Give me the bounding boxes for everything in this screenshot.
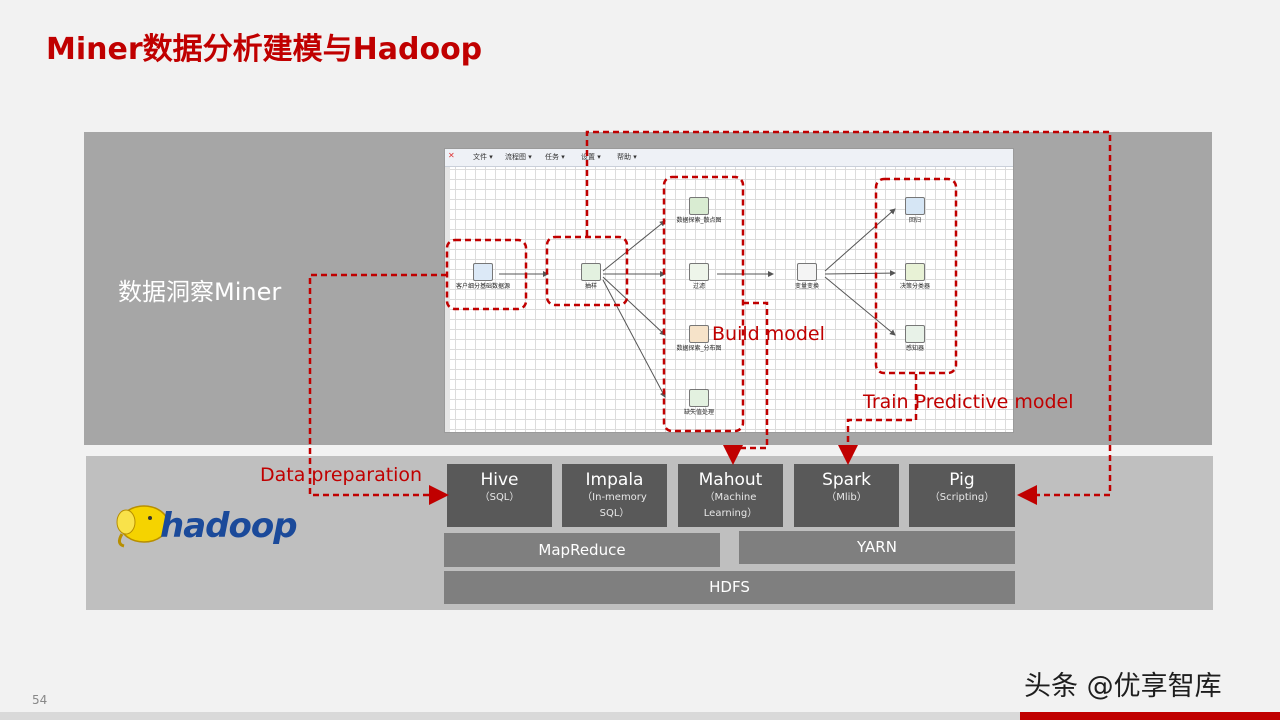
yarn-box: YARN <box>739 531 1015 564</box>
slide-title: Miner数据分析建模与Hadoop <box>46 32 483 67</box>
spark-title: Spark <box>822 470 871 490</box>
node-filter-icon <box>689 263 709 281</box>
node-tree-label: 决策分类器 <box>899 283 930 290</box>
watermark: 头条 @优享智库 <box>1024 671 1222 702</box>
impala-sub1: （In-memory <box>582 492 647 503</box>
hive-title: Hive <box>480 470 519 490</box>
dashed-box-explore <box>662 175 745 433</box>
node-tree-icon <box>905 263 925 281</box>
dashed-box-customer <box>445 238 528 311</box>
pig-title: Pig <box>949 470 975 490</box>
bottom-bar <box>0 712 1280 720</box>
arrow-to-hive <box>308 273 449 505</box>
node-regression-icon <box>905 197 925 215</box>
mahout-sub2: Learning） <box>703 508 758 519</box>
close-icon: ✕ <box>448 151 455 160</box>
hive-sub: （SQL） <box>479 492 520 503</box>
pig-sub: （Scripting） <box>929 492 995 503</box>
node-transform-icon <box>797 263 817 281</box>
node-neural-label: 感知器 <box>905 345 924 352</box>
node-neural-icon <box>905 325 925 343</box>
miner-workflow-screenshot: ✕ 文件 ▾ 流程图 ▾ 任务 ▾ 设置 ▾ 帮助 ▾ 客户细分基础数据源 抽样 <box>444 148 1014 433</box>
node-distribution-label: 数据探索_分布图 <box>676 345 722 352</box>
menu-help: 帮助 ▾ <box>617 153 637 161</box>
annotation-build-model: Build model <box>712 323 825 345</box>
annotation-train-model: Train Predictive model <box>863 391 1074 413</box>
hadoop-elephant-icon <box>116 505 169 548</box>
node-regression-label: 回归 <box>908 217 921 224</box>
menu-flowchart: 流程图 ▾ <box>505 153 532 161</box>
node-filter-label: 过滤 <box>692 283 705 290</box>
mahout-sub1: （Machine <box>704 492 757 503</box>
dashed-box-sample <box>545 235 629 307</box>
bottom-accent-bar <box>1020 712 1280 720</box>
arrow-to-spark <box>838 374 918 465</box>
spark-sub: （Mlib） <box>826 492 867 503</box>
screenshot-scrollbar <box>445 167 450 432</box>
node-missing-icon <box>689 389 709 407</box>
hadoop-logo-text: hadoop <box>160 506 298 546</box>
node-transform-label: 变量变换 <box>794 283 819 290</box>
impala-title: Impala <box>585 470 644 490</box>
dashed-box-models <box>874 177 958 375</box>
page-number: 54 <box>32 693 48 707</box>
node-customer-label: 客户细分基础数据源 <box>455 283 510 290</box>
node-scatter-icon <box>689 197 709 215</box>
node-scatter-label: 数据探索_散点图 <box>676 217 722 224</box>
node-missing-label: 缺失值处理 <box>683 409 714 416</box>
node-distribution-icon <box>689 325 709 343</box>
menu-task: 任务 ▾ <box>545 153 565 161</box>
mapreduce-box: MapReduce <box>444 533 720 567</box>
mahout-title: Mahout <box>698 470 763 490</box>
impala-box: Impala （In-memory SQL） <box>562 464 667 527</box>
node-sample-icon <box>581 263 601 281</box>
hive-box: Hive （SQL） <box>447 464 552 527</box>
node-customer-data-icon <box>473 263 493 281</box>
pig-box: Pig （Scripting） <box>909 464 1015 527</box>
arrow-to-mahout <box>723 301 769 465</box>
menu-file: 文件 ▾ <box>473 153 493 161</box>
annotation-data-prep: Data preparation <box>260 464 423 486</box>
mahout-box: Mahout （Machine Learning） <box>678 464 783 527</box>
node-sample-label: 抽样 <box>584 283 597 290</box>
menu-settings: 设置 ▾ <box>581 153 601 161</box>
impala-sub2: SQL） <box>599 508 630 519</box>
miner-label: 数据洞察Miner <box>118 278 282 306</box>
hdfs-box: HDFS <box>444 571 1015 604</box>
workflow-edges <box>499 208 896 398</box>
spark-box: Spark （Mlib） <box>794 464 899 527</box>
